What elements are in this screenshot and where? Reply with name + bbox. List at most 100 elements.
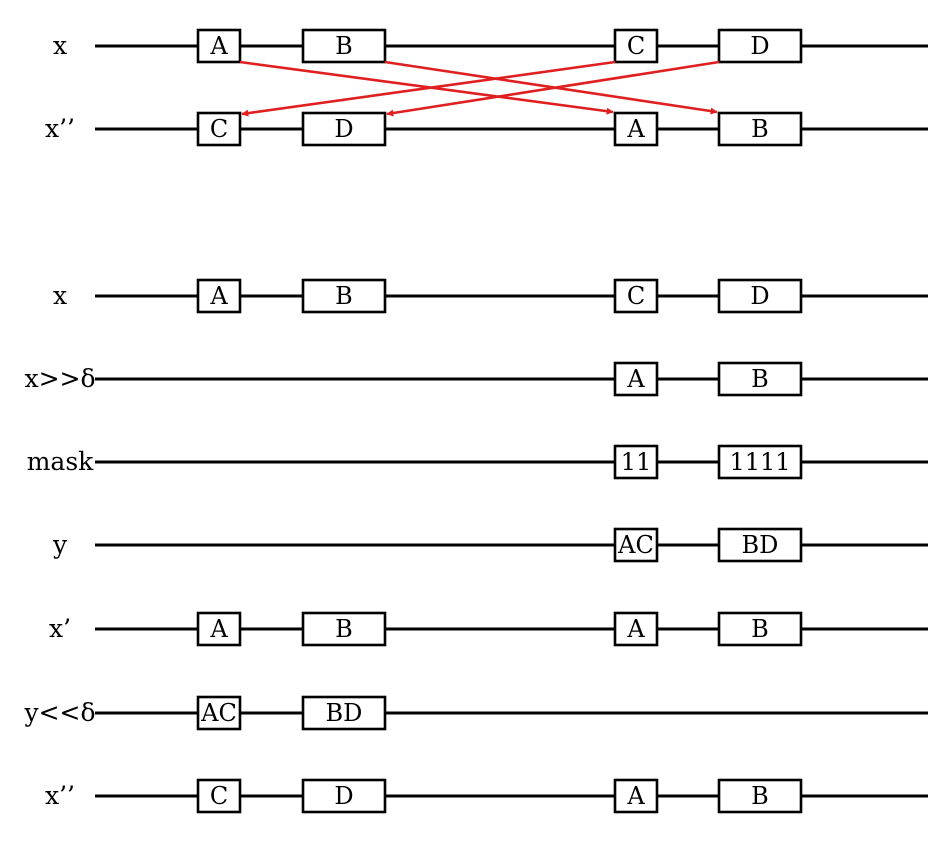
bit-box: C [613,28,659,64]
bit-box-label: B [751,365,769,393]
bit-box: 1111 [717,444,803,480]
bit-box-label: C [627,32,645,60]
bit-box-label: A [209,32,228,60]
bit-box-label: D [750,282,769,310]
bit-box: BD [717,527,803,563]
bit-box-frame [196,111,242,147]
bit-box-label: C [210,782,228,810]
bit-box-frame [613,361,659,397]
bit-box-label: B [335,282,353,310]
row-label: mask [27,447,94,476]
row-xprime: x’ A B A B [49,611,928,647]
bit-box-frame [196,778,242,814]
bit-box-frame [613,28,659,64]
bit-box: A [613,611,659,647]
bit-box: B [717,778,803,814]
bit-box: A [196,278,242,314]
bit-box-label: A [626,115,645,143]
bit-box-frame [613,778,659,814]
row-label: x>>δ [24,364,95,393]
bit-box-frame [196,695,242,731]
bit-box-frame [717,527,803,563]
bit-box-frame [196,28,242,64]
row-y: y AC BD [52,527,928,563]
row-label: x’ [49,614,71,643]
bit-box-label: A [626,365,645,393]
bit-box-label: B [335,615,353,643]
bit-box-label: 11 [621,448,652,476]
bit-box-label: A [626,615,645,643]
bit-box-frame [717,111,803,147]
row-label: x’’ [45,781,75,810]
bit-box-label: C [627,282,645,310]
bit-box-label: D [334,115,353,143]
bit-box-frame [301,778,387,814]
bit-box: AC [196,695,242,731]
row-xprimeprime: x’’ C D A B [45,778,928,814]
bit-box-frame [196,611,242,647]
bit-box: BD [301,695,387,731]
bit-box-frame [613,111,659,147]
bit-box-label: B [751,615,769,643]
bit-box: B [301,28,387,64]
bit-box-label: B [751,782,769,810]
bit-box-frame [717,278,803,314]
bit-box-label: A [209,615,228,643]
arrow-d-to-d [386,60,720,117]
bit-box-frame [301,111,387,147]
bit-box-frame [717,28,803,64]
bit-box-label: B [335,32,353,60]
bit-box-frame [196,278,242,314]
bit-box: C [196,111,242,147]
bit-box: B [717,111,803,147]
row-xshrdelta: x>>δ A B [24,361,928,397]
bit-box: A [196,611,242,647]
bit-box: A [613,111,659,147]
row-label: x’’ [45,114,75,143]
bit-box-frame [301,278,387,314]
permutation-arrows [239,60,720,117]
bit-box: C [613,278,659,314]
bit-box: A [613,361,659,397]
bit-box: B [717,361,803,397]
bit-box: D [717,278,803,314]
bit-box-label: A [209,282,228,310]
bit-box-frame [613,278,659,314]
bit-box: D [301,111,387,147]
bit-box: B [301,611,387,647]
row-yshldelta: y<<δ AC BD [23,695,928,731]
bit-box-frame [613,444,659,480]
bit-box: A [196,28,242,64]
bit-box: C [196,778,242,814]
bit-box-frame [301,611,387,647]
bit-box-frame [717,444,803,480]
bit-box-label: D [334,782,353,810]
bit-box-frame [717,361,803,397]
bit-box: B [301,278,387,314]
arrow-c-to-c [241,60,616,117]
bit-box-label: AC [200,699,237,727]
bit-box-label: 1111 [729,448,790,476]
bit-box: D [301,778,387,814]
bit-box-frame [613,527,659,563]
bit-box-label: B [751,115,769,143]
bit-box-frame [613,611,659,647]
row-label: y<<δ [23,698,95,727]
row-xprimeprime: x’’ C D A B [45,111,928,147]
bit-box: A [613,778,659,814]
row-label: y [52,530,68,559]
row-label: x [53,281,67,310]
bit-box-frame [717,778,803,814]
row-label: x [53,31,67,60]
bit-box-frame [301,28,387,64]
bit-box-frame [717,611,803,647]
bit-box-frame [301,695,387,731]
bit-box-label: BD [742,531,779,559]
bit-box-label: D [750,32,769,60]
bit-box-label: AC [617,531,654,559]
bit-box: D [717,28,803,64]
